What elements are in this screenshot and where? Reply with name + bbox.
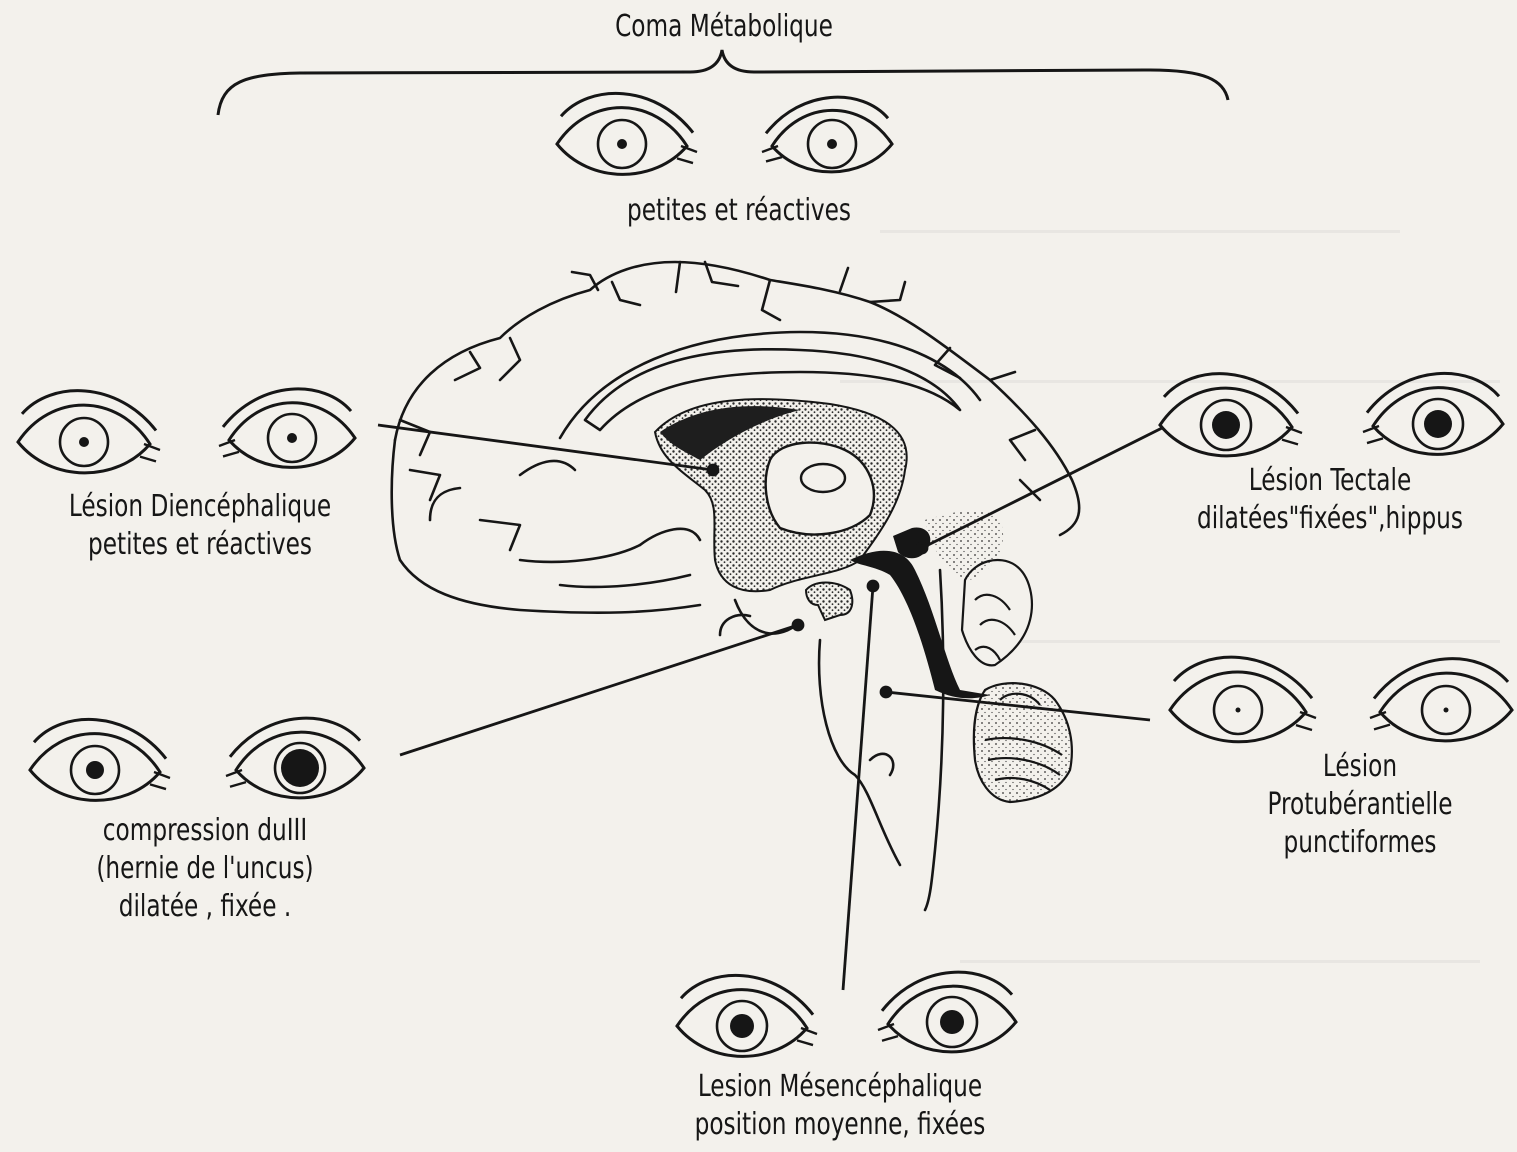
- top-title: Coma Métabolique: [586, 8, 861, 46]
- tectal-line-1: Lésion Tectale: [1175, 462, 1485, 500]
- mesen-label: Lesion Mésencéphalique position moyenne,…: [659, 1068, 1020, 1144]
- pont-label: Lésion Protubérantielle punctiformes: [1231, 748, 1489, 862]
- pont-left-eye: [1170, 657, 1316, 742]
- pituitary: [806, 583, 852, 621]
- tectal-line-2: dilatées"fixées",hippus: [1175, 500, 1485, 538]
- top-pupils-label: petites et réactives: [597, 192, 881, 230]
- cerebellum: [962, 560, 1072, 802]
- dien-line-2: petites et réactives: [37, 526, 364, 564]
- brace: [218, 50, 1228, 115]
- pont-line-1: Lésion: [1231, 748, 1489, 786]
- top-right-eye: [762, 97, 892, 172]
- pont-line-2: Protubérantielle: [1231, 786, 1489, 824]
- top-left-eye: [557, 93, 697, 174]
- mesen-line-1: Lesion Mésencéphalique: [659, 1068, 1020, 1106]
- pont-line-3: punctiformes: [1231, 824, 1489, 862]
- pont-right-eye: [1370, 659, 1512, 741]
- dien-line-1: Lésion Diencéphalique: [37, 488, 364, 526]
- uncus-line-1: compression duIII: [63, 812, 347, 850]
- uncus-left-eye: [30, 719, 170, 800]
- mesen-left-eye: [677, 975, 817, 1056]
- mesen-line-2: position moyenne, fixées: [659, 1106, 1020, 1144]
- tectal-right-eye: [1363, 373, 1503, 454]
- massa-intermedia: [801, 464, 845, 492]
- uncus-right-eye: [226, 718, 364, 798]
- tectal-label: Lésion Tectale dilatées"fixées",hippus: [1175, 462, 1485, 538]
- uncus-label: compression duIII (hernie de l'uncus) di…: [63, 812, 347, 926]
- dien-label: Lésion Diencéphalique petites et réactiv…: [37, 488, 364, 564]
- mesen-right-eye: [878, 972, 1016, 1052]
- uncus-line-2: (hernie de l'uncus): [63, 850, 347, 888]
- uncus-line-3: dilatée , fixée .: [63, 888, 347, 926]
- dien-left-eye: [18, 391, 160, 473]
- tectal-left-eye: [1160, 374, 1302, 456]
- dien-right-eye: [219, 389, 355, 467]
